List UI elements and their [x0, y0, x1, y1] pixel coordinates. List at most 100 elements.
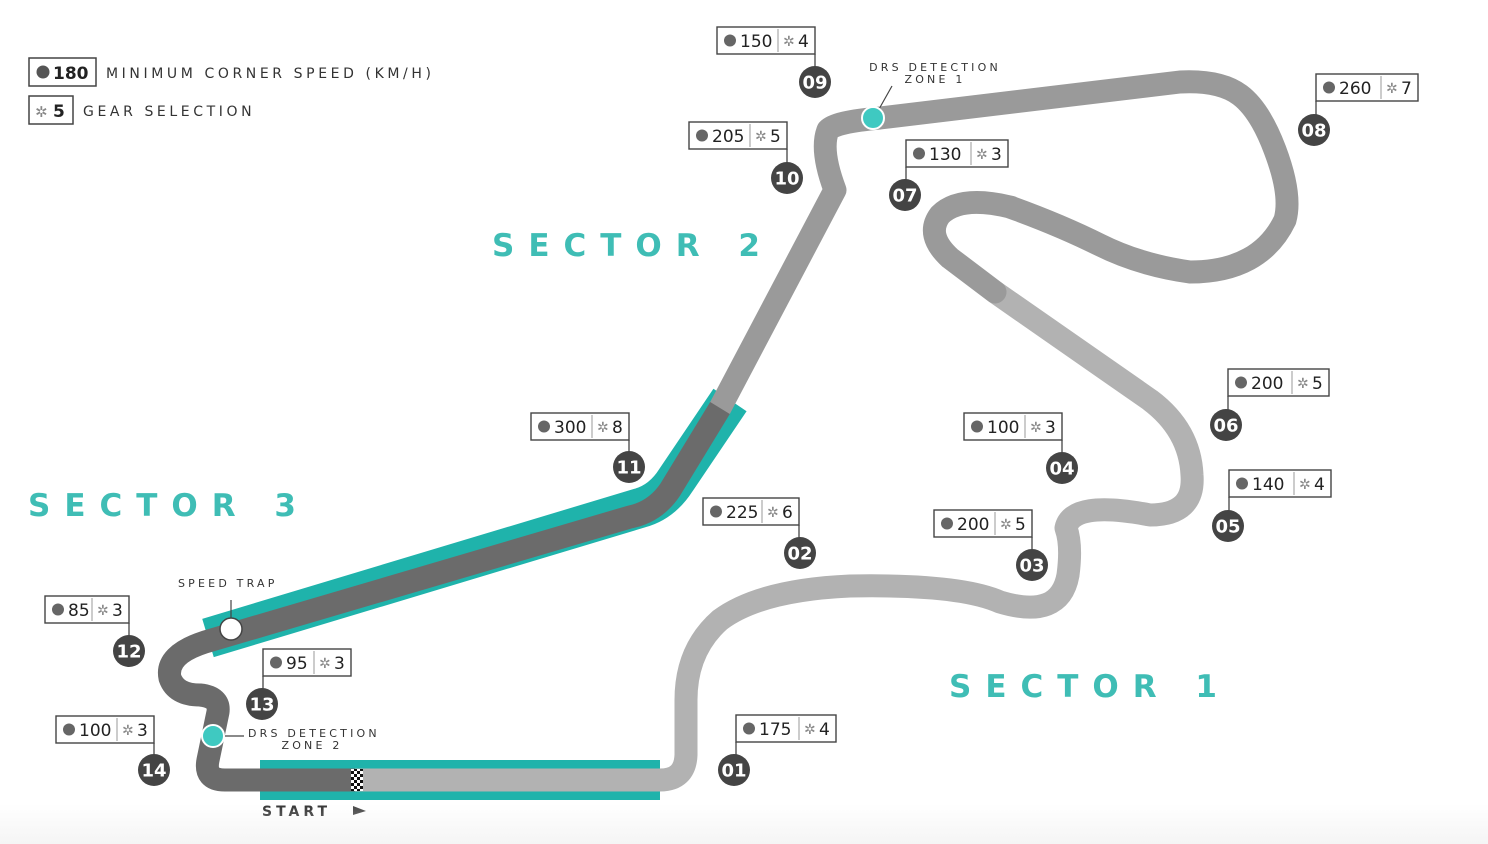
- corner-gear: 4: [798, 32, 809, 52]
- legend-gear-value: 5: [53, 102, 65, 122]
- corner-number-badge: [113, 635, 145, 667]
- corner-gear: 7: [1401, 79, 1412, 99]
- corner-speed: 300: [554, 418, 586, 438]
- corner-markers: 175✲401225✲602200✲503100✲304140✲405200✲5…: [44, 26, 1419, 786]
- corner-number-badge: [1298, 114, 1330, 146]
- speedometer-icon: [971, 420, 983, 433]
- corner-number: 01: [721, 761, 746, 782]
- corner-number: 06: [1213, 416, 1238, 437]
- drs-detection-zone-2-marker: [201, 724, 225, 748]
- corner-speed: 100: [987, 418, 1019, 438]
- corner-speed: 225: [726, 503, 758, 523]
- speedometer-icon: [1235, 376, 1247, 389]
- corner-03: 200 ✲5 03: [933, 509, 1048, 581]
- corner-number-badge: [889, 179, 921, 211]
- track-sector-1: [355, 282, 1204, 792]
- speed-trap-marker: [219, 617, 243, 641]
- gear-icon: ✲: [767, 505, 779, 521]
- corner-09: 150✲409: [716, 26, 831, 98]
- corner-speed: 260: [1339, 79, 1371, 99]
- drs-zone-1-label-line2: ZONE 1: [904, 73, 965, 86]
- corner-speed: 95: [286, 654, 308, 674]
- corner-speed: 140: [1252, 475, 1284, 495]
- legend-gear-label: GEAR SELECTION: [83, 104, 255, 120]
- corner-gear: 5: [1312, 374, 1323, 394]
- gear-icon: ✲: [783, 34, 795, 50]
- legend: 180 MINIMUM CORNER SPEED (KM/H) ✲ 5 GEAR…: [28, 57, 435, 125]
- corner-04: 100✲304: [963, 412, 1078, 484]
- corner-number-badge: [718, 754, 750, 786]
- gear-icon: ✲: [97, 603, 109, 619]
- gear-icon: ✲: [1000, 517, 1012, 533]
- gear-icon: ✲: [1386, 81, 1398, 97]
- corner-08: 260 ✲7 08: [1298, 73, 1419, 146]
- corner-05: 140✲405: [1212, 469, 1332, 542]
- corner-number-badge: [1046, 452, 1078, 484]
- speedometer-icon: [1323, 81, 1335, 94]
- corner-12: 85✲312: [44, 595, 145, 667]
- gear-icon: ✲: [755, 129, 767, 145]
- corner-number: 07: [892, 186, 917, 207]
- sector-2-label: SECTOR 2: [492, 228, 774, 264]
- gear-icon: ✲: [1299, 477, 1311, 493]
- corner-gear: 3: [137, 721, 148, 741]
- corner-gear: 3: [991, 145, 1002, 165]
- corner-10: 205 ✲5 10: [688, 121, 803, 194]
- corner-gear: 3: [334, 654, 345, 674]
- speedometer-icon: [52, 603, 64, 616]
- speedometer-icon: [538, 420, 550, 433]
- drs-zones: [202, 388, 747, 800]
- corner-number: 13: [249, 695, 274, 716]
- legend-speed-label: MINIMUM CORNER SPEED (KM/H): [106, 66, 435, 82]
- speedometer-icon: [63, 723, 75, 736]
- corner-number-badge: [784, 537, 816, 569]
- corner-gear: 5: [770, 127, 781, 147]
- gear-icon: ✲: [1030, 420, 1042, 436]
- corner-gear: 4: [1314, 475, 1325, 495]
- gear-icon: ✲: [319, 656, 331, 672]
- corner-number-badge: [613, 451, 645, 483]
- drs-detection-zone-1-marker: [861, 106, 885, 130]
- speedometer-icon: [36, 65, 50, 79]
- speedometer-icon: [1236, 477, 1248, 490]
- corner-number: 10: [774, 169, 799, 190]
- speedometer-icon: [710, 505, 722, 518]
- drs-zone-2-label-line2: ZONE 2: [281, 739, 342, 752]
- speedometer-icon: [913, 147, 925, 160]
- legend-speed-value: 180: [53, 64, 89, 84]
- corner-06: 200 ✲5 06: [1210, 368, 1330, 441]
- sector-3-label: SECTOR 3: [28, 488, 310, 524]
- speedometer-icon: [270, 656, 282, 669]
- corner-speed: 200: [957, 515, 989, 535]
- corner-number: 03: [1019, 556, 1044, 577]
- corner-speed: 100: [79, 721, 111, 741]
- corner-number-badge: [771, 162, 803, 194]
- corner-number: 14: [141, 761, 166, 782]
- legend-speed-box: [28, 57, 97, 87]
- corner-gear: 3: [112, 601, 123, 621]
- speedometer-icon: [743, 722, 755, 735]
- corner-07: 130✲307: [889, 139, 1009, 211]
- speedometer-icon: [941, 517, 953, 530]
- corner-speed: 205: [712, 127, 744, 147]
- gear-icon: ✲: [804, 722, 816, 738]
- corner-number: 02: [787, 544, 812, 565]
- start-arrow-icon: [353, 806, 366, 815]
- corner-number-badge: [1016, 549, 1048, 581]
- corner-number: 12: [116, 642, 141, 663]
- gear-icon: ✲: [1297, 376, 1309, 392]
- corner-info-box: [530, 412, 630, 441]
- corner-gear: 5: [1015, 515, 1026, 535]
- corner-info-box: [702, 497, 800, 526]
- corner-number-badge: [799, 66, 831, 98]
- gear-icon: ✲: [122, 723, 134, 739]
- speedometer-icon: [696, 129, 708, 142]
- corner-11: 300✲811: [530, 412, 645, 483]
- corner-number: 08: [1301, 121, 1326, 142]
- track-sector-2: [708, 70, 1299, 420]
- gear-icon: ✲: [35, 103, 48, 121]
- corner-speed: 200: [1251, 374, 1283, 394]
- track-sector-3: [158, 402, 730, 792]
- corner-gear: 6: [782, 503, 793, 523]
